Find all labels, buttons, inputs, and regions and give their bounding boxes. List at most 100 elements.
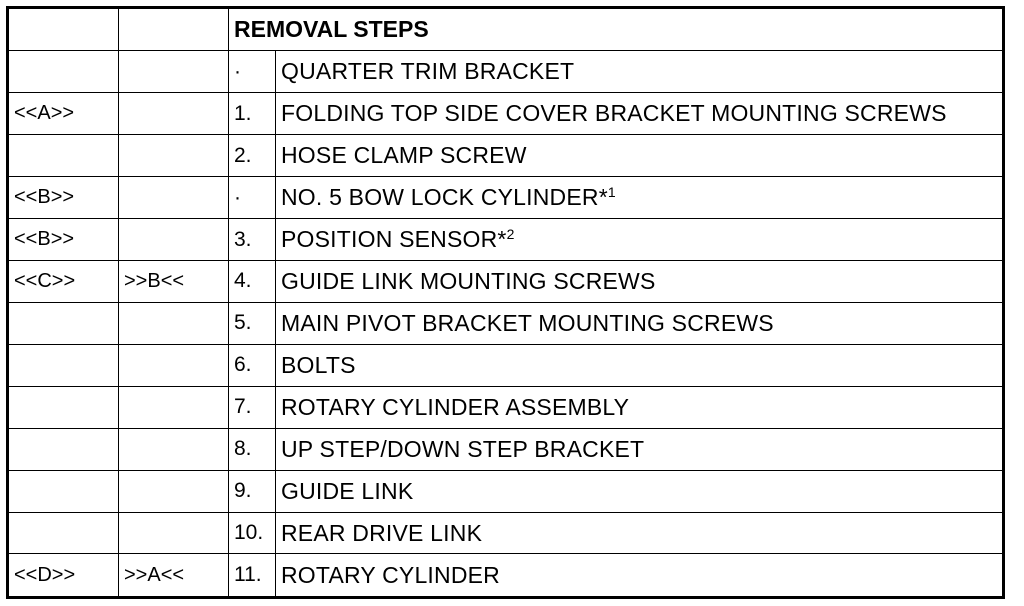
step-description-text: GUIDE LINK MOUNTING SCREWS	[281, 267, 656, 294]
step-description-cell: FOLDING TOP SIDE COVER BRACKET MOUNTING …	[275, 92, 1004, 136]
step-number-text: 11.	[234, 563, 262, 587]
step-description-cell: GUIDE LINK	[275, 469, 1004, 513]
table-title: REMOVAL STEPS	[228, 6, 1004, 52]
installation-ref-cell	[118, 218, 229, 262]
removal-ref-cell	[7, 469, 119, 513]
step-number-text: 3.	[234, 227, 252, 251]
removal-ref-text: <<A>>	[14, 102, 75, 125]
step-description-text: QUARTER TRIM BRACKET	[281, 58, 575, 85]
step-number-cell: 8.	[228, 427, 276, 471]
removal-ref-text: <<D>>	[14, 563, 76, 586]
table-row: 10. REAR DRIVE LINK	[7, 511, 1004, 555]
step-number-cell: 1.	[228, 92, 276, 136]
step-description-text: ROTARY CYLINDER ASSEMBLY	[281, 393, 630, 420]
installation-ref-cell	[118, 92, 229, 136]
removal-ref-cell: <<A>>	[7, 92, 119, 136]
step-number-text: 10.	[234, 521, 264, 545]
step-description-cell: NO. 5 BOW LOCK CYLINDER*1	[275, 176, 1004, 220]
installation-ref-cell	[118, 343, 229, 387]
installation-ref-cell: >>A<<	[118, 553, 229, 598]
step-number-cell: 2.	[228, 134, 276, 178]
installation-ref-cell	[118, 301, 229, 345]
step-description-text: UP STEP/DOWN STEP BRACKET	[281, 435, 645, 462]
step-description-cell: POSITION SENSOR*2	[275, 218, 1004, 262]
step-number-cell: 7.	[228, 385, 276, 429]
installation-ref-cell	[118, 385, 229, 429]
footnote-marker: 2	[506, 226, 515, 243]
table-row: · QUARTER TRIM BRACKET	[7, 50, 1004, 94]
step-number-text: 4.	[234, 269, 252, 293]
table-row: <<D>> >>A<< 11. ROTARY CYLINDER	[7, 553, 1004, 598]
step-number-cell: 10.	[228, 511, 276, 555]
table-row: 8. UP STEP/DOWN STEP BRACKET	[7, 427, 1004, 471]
step-description-cell: QUARTER TRIM BRACKET	[275, 50, 1004, 94]
removal-ref-cell: <<B>>	[7, 218, 119, 262]
removal-ref-cell	[7, 385, 119, 429]
step-number-text: ·	[234, 59, 241, 83]
step-number-text: 1.	[234, 101, 252, 125]
step-number-cell: 3.	[228, 218, 276, 262]
step-description-cell: ROTARY CYLINDER	[275, 553, 1004, 598]
removal-ref-cell	[7, 50, 119, 94]
table-row: 7. ROTARY CYLINDER ASSEMBLY	[7, 385, 1004, 429]
step-description-text: NO. 5 BOW LOCK CYLINDER*	[281, 184, 608, 211]
header-blank-remove	[7, 6, 119, 52]
step-number-text: ·	[234, 185, 241, 209]
step-number-cell: ·	[228, 176, 276, 220]
step-number-cell: 6.	[228, 343, 276, 387]
removal-ref-cell	[7, 427, 119, 471]
removal-ref-cell: <<B>>	[7, 176, 119, 220]
footnote-marker: 1	[607, 184, 616, 201]
table-row: <<B>> 3. POSITION SENSOR*2	[7, 218, 1004, 262]
removal-ref-text: <<B>>	[14, 228, 75, 251]
table-row: 2.HOSE CLAMP SCREW	[7, 134, 1004, 178]
installation-ref-cell	[118, 427, 229, 471]
step-number-cell: 9.	[228, 469, 276, 513]
step-number-cell: ·	[228, 50, 276, 94]
step-number-cell: 4.	[228, 260, 276, 303]
step-number-text: 6.	[234, 353, 252, 377]
table-row: 6.BOLTS	[7, 343, 1004, 387]
step-number-text: 8.	[234, 437, 252, 461]
step-description-cell: MAIN PIVOT BRACKET MOUNTING SCREWS	[275, 301, 1004, 345]
installation-ref-cell: >>B<<	[118, 260, 229, 303]
step-description-cell: REAR DRIVE LINK	[275, 511, 1004, 555]
table-row: 5. MAIN PIVOT BRACKET MOUNTING SCREWS	[7, 301, 1004, 345]
removal-ref-cell: <<D>>	[7, 553, 119, 598]
step-description-text: HOSE CLAMP SCREW	[281, 142, 527, 169]
installation-ref-cell	[118, 469, 229, 513]
step-description-text: FOLDING TOP SIDE COVER BRACKET MOUNTING …	[281, 100, 947, 127]
installation-ref-cell	[118, 511, 229, 555]
removal-ref-cell: <<C>>	[7, 260, 119, 303]
removal-ref-text: <<B>>	[14, 186, 75, 209]
step-description-text: ROTARY CYLINDER	[281, 561, 500, 588]
step-description-text: REAR DRIVE LINK	[281, 519, 483, 546]
removal-ref-cell	[7, 511, 119, 555]
installation-ref-text: >>A<<	[124, 563, 185, 586]
table-row: <<C>> >>B<< 4. GUIDE LINK MOUNTING SCREWS	[7, 260, 1004, 303]
installation-ref-cell	[118, 50, 229, 94]
step-description-cell: UP STEP/DOWN STEP BRACKET	[275, 427, 1004, 471]
step-number-text: 5.	[234, 311, 252, 335]
step-description-text: POSITION SENSOR*	[281, 226, 507, 253]
header-blank-install	[118, 6, 229, 52]
table-row: 9. GUIDE LINK	[7, 469, 1004, 513]
removal-ref-cell	[7, 301, 119, 345]
removal-steps-table: REMOVAL STEPS · QUARTER TRIM BRACKET <<A>>…	[6, 6, 1005, 599]
table-row: <<A>> 1. FOLDING TOP SIDE COVER BRACKET MO…	[7, 92, 1004, 136]
step-description-cell: ROTARY CYLINDER ASSEMBLY	[275, 385, 1004, 429]
installation-ref-cell	[118, 176, 229, 220]
step-number-text: 9.	[234, 479, 252, 503]
step-description-cell: HOSE CLAMP SCREW	[275, 134, 1004, 178]
step-number-text: 7.	[234, 395, 252, 419]
step-description-text: MAIN PIVOT BRACKET MOUNTING SCREWS	[281, 309, 774, 336]
step-description-text: GUIDE LINK	[281, 477, 414, 504]
step-number-cell: 5.	[228, 301, 276, 345]
installation-ref-cell	[118, 134, 229, 178]
removal-ref-cell	[7, 343, 119, 387]
removal-ref-text: <<C>>	[14, 269, 76, 292]
step-number-cell: 11.	[228, 553, 276, 598]
step-description-cell: GUIDE LINK MOUNTING SCREWS	[275, 260, 1004, 303]
installation-ref-text: >>B<<	[124, 269, 185, 292]
table-row: <<B>> · NO. 5 BOW LOCK CYLINDER*1	[7, 176, 1004, 220]
